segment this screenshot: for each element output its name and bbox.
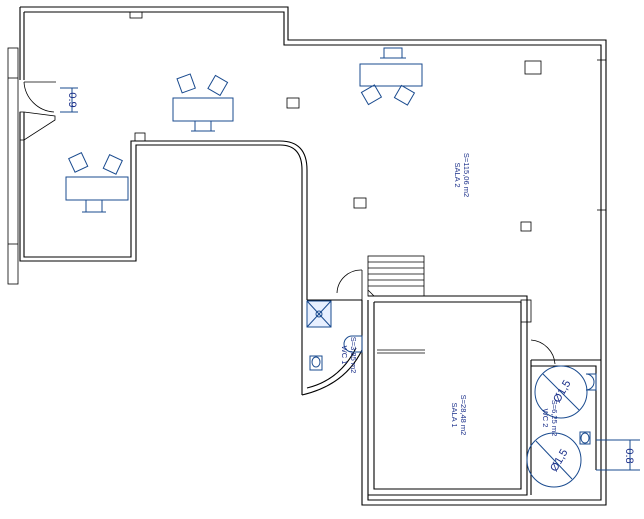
columns <box>134 60 542 232</box>
wc-1-area: S=3,85 m2 <box>349 337 358 373</box>
desk-group-left <box>65 152 129 213</box>
sala-1-walls <box>368 295 532 496</box>
sala-1-name: SALA 1 <box>450 402 459 427</box>
desk-group-top-right <box>359 47 423 106</box>
door-dimension-0-8: 0.8 <box>623 448 635 463</box>
sala-2-name: SALA 2 <box>453 162 462 187</box>
exterior-walls <box>7 6 607 506</box>
sala-1-area: S=28,48 m2 <box>459 395 468 436</box>
staircase <box>367 255 425 297</box>
desk-group-top-left <box>172 73 234 132</box>
sala-1-label: SALA 1 S=28,48 m2 <box>450 395 468 436</box>
door-dimension-0-9: 0.9 <box>66 92 78 107</box>
wc-1-name: WC 1 <box>340 346 349 365</box>
sala-2-label: SALA 2 S=115,06 m2 <box>453 153 471 197</box>
wc-2: Ø1,5 Ø1,5 0.8 WC 2 S=6,25 m2 <box>526 339 640 495</box>
wc-2-name: WC 2 <box>541 409 550 428</box>
sala-2-area: S=115,06 m2 <box>462 153 471 197</box>
wc-2-area: S=6,25 m2 <box>550 400 559 436</box>
turning-circle-2 <box>526 432 582 488</box>
turning-circle-1 <box>534 365 588 419</box>
wc-1: WC 1 S=3,85 m2 <box>301 269 363 396</box>
turning-circle-2-label: Ø1,5 <box>548 447 570 474</box>
entrance-door: 0.9 <box>19 81 78 141</box>
